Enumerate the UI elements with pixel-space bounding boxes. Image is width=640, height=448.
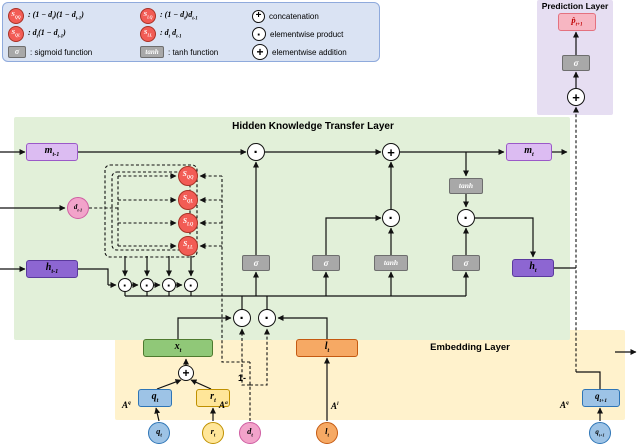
elementwise-product-icon: · <box>252 27 266 41</box>
slq-symbol: SLQ <box>140 8 156 24</box>
l-embedding-box: lt <box>296 339 358 357</box>
r-input-circle: rt <box>202 422 224 444</box>
hidden-layer-title: Hidden Knowledge Transfer Layer <box>232 121 394 132</box>
product-op-input: · <box>382 209 400 227</box>
sigma-symbol: σ <box>8 46 26 58</box>
q-next-input-circle: qt+1 <box>589 422 611 444</box>
sigma-prediction: σ <box>562 55 590 71</box>
tanh-gate-candidate: tanh <box>374 255 408 271</box>
tanh-symbol: tanh <box>140 46 164 58</box>
legend-item-product: · elementwise product <box>252 25 343 43</box>
legend-text: : dt dt-1 <box>160 28 182 40</box>
one-minus-label: 1- <box>237 373 246 383</box>
product-op-l-gate: · <box>258 309 276 327</box>
tanh-gate-cell: tanh <box>449 178 483 194</box>
product-op-hs3: · <box>162 278 176 292</box>
sqq-symbol: SQQ <box>8 8 24 24</box>
legend-text: : (1 − dt)dt-1 <box>160 10 198 22</box>
a-a-matrix-label: Aa <box>219 400 228 410</box>
s-qq-circle: SQQ <box>178 166 198 186</box>
legend-text: : tanh function <box>168 47 219 57</box>
l-input-circle: lt <box>316 422 338 444</box>
prediction-layer-title: Prediction Layer <box>541 1 609 11</box>
legend-item-concat: + concatenation <box>252 7 319 25</box>
legend-text: elementwise addition <box>272 47 347 57</box>
legend-text: elementwise product <box>270 29 344 39</box>
q-input-circle: qt <box>148 422 170 444</box>
legend-item-addition: + elementwise addition <box>252 43 347 61</box>
s-ll-circle: SLL <box>178 236 198 256</box>
legend-text: : dt(1 − dt-1) <box>28 28 66 40</box>
concat-op-qr: + <box>178 365 194 381</box>
legend-item-sigmoid: σ : sigmoid function <box>8 43 92 61</box>
h-next-box: ht <box>512 259 554 277</box>
product-op-output: · <box>457 209 475 227</box>
sll-symbol: SLL <box>140 26 156 42</box>
hidden-layer-bg <box>14 117 570 340</box>
legend-item-sqq: SQQ : (1 − dt)(1 − dt-1) <box>8 7 84 25</box>
product-op-x-gate: · <box>233 309 251 327</box>
legend-text: : (1 − dt)(1 − dt-1) <box>28 10 84 22</box>
embedding-layer-title: Embedding Layer <box>430 342 510 353</box>
a-l-matrix-label: Al <box>331 401 339 411</box>
sql-symbol: SQL <box>8 26 24 42</box>
m-prev-box: mt-1 <box>26 143 78 161</box>
x-embedding-box: xt <box>143 339 213 357</box>
legend-panel <box>2 2 380 62</box>
add-op-cell: + <box>382 143 400 161</box>
product-op-hs4: · <box>184 278 198 292</box>
legend-text: concatenation <box>269 11 319 21</box>
legend-text: : sigmoid function <box>30 47 93 57</box>
dashed-wires <box>89 106 579 421</box>
product-op-forget: · <box>247 143 265 161</box>
product-op-hs2: · <box>140 278 154 292</box>
s-ql-circle: SQL <box>178 190 198 210</box>
prediction-output-box: p̂t+1 <box>558 13 596 31</box>
elementwise-addition-icon: + <box>252 44 268 60</box>
sigma-gate-output: σ <box>452 255 480 271</box>
a-q-next-matrix-label: Aq <box>560 400 569 410</box>
d-input-circle: dt <box>239 422 261 444</box>
concat-icon: + <box>252 9 265 23</box>
m-next-box: mt <box>506 143 552 161</box>
sigma-gate-forget: σ <box>242 255 270 271</box>
r-embedding-box: rt <box>196 389 230 407</box>
legend-item-sll: SLL : dt dt-1 <box>140 25 182 43</box>
d-prev-circle: dt-1 <box>67 197 89 219</box>
concat-op-prediction: + <box>567 88 585 106</box>
sigma-gate-input: σ <box>312 255 340 271</box>
legend-item-tanh: tanh : tanh function <box>140 43 218 61</box>
legend-item-slq: SLQ : (1 − dt)dt-1 <box>140 7 198 25</box>
q-next-embedding-box: qt+1 <box>582 389 620 407</box>
h-prev-box: ht-1 <box>26 260 78 278</box>
solid-wires <box>0 31 637 422</box>
q-embedding-box: qt <box>138 389 172 407</box>
legend-item-sql: SQL : dt(1 − dt-1) <box>8 25 66 43</box>
s-lq-circle: SLQ <box>178 213 198 233</box>
a-q-matrix-label: Aq <box>122 400 131 410</box>
product-op-hs1: · <box>118 278 132 292</box>
